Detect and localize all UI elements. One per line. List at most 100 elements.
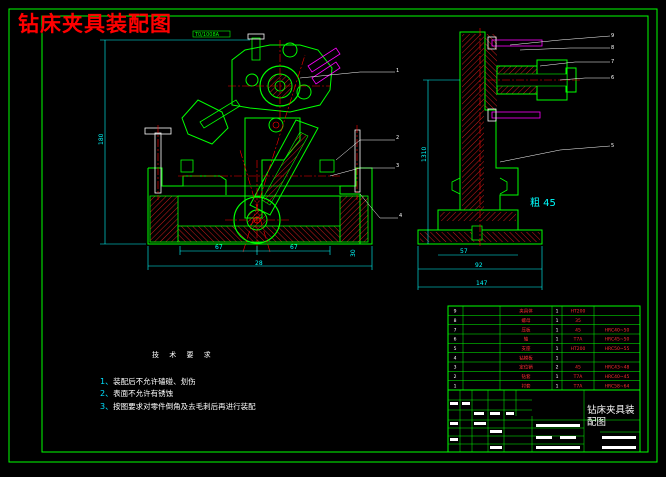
top-small-circle (282, 42, 298, 58)
mid-hole-inner (272, 121, 280, 129)
parts-cell-qty: 1 (556, 374, 559, 380)
parts-cell-note: HRC40~45 (605, 374, 630, 380)
parts-cell-material: T7A (573, 383, 584, 389)
parts-cell-material: 35 (575, 318, 581, 324)
side-view: 1310 57 92 147 粗 45 (417, 28, 582, 290)
parts-cell-qty: 1 (556, 383, 559, 389)
upper-housing (231, 44, 333, 113)
req-text: 装配后不允许磕碰、划伤 (113, 377, 196, 386)
parts-cell-material: 45 (575, 327, 581, 333)
balloon-9: 9 (611, 33, 614, 39)
dim-front-left: 67 (215, 244, 223, 251)
side-top-screw-2 (491, 111, 541, 119)
req-text: 按图要求对零件倒角及去毛刺后再进行装配 (113, 402, 256, 411)
leaders (299, 35, 611, 219)
parts-cell-material: HT200 (571, 346, 586, 352)
left-clamp (181, 99, 229, 145)
parts-cell-material: HT200 (571, 309, 586, 315)
parts-cell-qty: 1 (556, 318, 559, 324)
outer-frame (8, 8, 658, 463)
parts-cell-note: HRC40~50 (605, 327, 630, 333)
parts-cell-no: 7 (454, 327, 457, 333)
side-column-notch-r (499, 177, 508, 195)
left-small-circle (245, 73, 259, 87)
balloon-8: 8 (611, 45, 614, 51)
center-line-diag (242, 54, 306, 253)
front-base (147, 167, 373, 245)
tech-requirements-title: 技 术 要 求 (152, 351, 215, 359)
dim-side-height: 1310 (421, 147, 428, 162)
title-block-name: 钻床夹具装配图 (587, 405, 635, 428)
right-small-circle (296, 84, 312, 100)
side-top-screw-1 (491, 39, 543, 47)
parts-cell-name: 衬套 (522, 382, 531, 389)
req-num: 1、 (100, 377, 114, 386)
dim-side-bottom-2: 147 (476, 280, 488, 287)
side-column-top-hatch (485, 34, 497, 110)
front-view: 28 67 67 180 30 (98, 33, 373, 270)
balloon-5: 5 (611, 143, 614, 149)
parts-cell-name: 支座 (522, 345, 531, 352)
left-bolt-box (180, 159, 194, 173)
parts-cell-qty: 1 (556, 309, 559, 315)
parts-cell-no: 1 (454, 383, 457, 389)
tech-requirement-1: 1、装配后不允许磕碰、划伤 (100, 376, 196, 387)
parts-cell-no: 6 (454, 337, 457, 343)
parts-cell-qty: 2 (556, 365, 559, 371)
req-text: 表面不允许有锈蚀 (113, 389, 174, 398)
balloon-4: 4 (399, 213, 402, 219)
dim-side-inner: 57 (460, 248, 468, 255)
balloon-6: 6 (611, 75, 614, 81)
side-column-notch (451, 177, 461, 195)
front-dimensions (100, 39, 373, 270)
dim-side-bottom-1: 92 (475, 262, 483, 269)
mid-hole (268, 117, 284, 133)
tech-requirement-2: 2、表面不允许有锈蚀 (100, 388, 173, 399)
dim-front-width: 28 (255, 260, 263, 267)
dim-front-right: 67 (290, 244, 298, 251)
side-column-hatch (462, 34, 484, 210)
parts-cell-name: 夹具体 (519, 308, 533, 315)
parts-cell-no: 9 (454, 309, 457, 315)
parts-cell-name: 压板 (522, 326, 531, 333)
inner-frame (41, 15, 649, 453)
swing-arm-inner (261, 131, 309, 206)
pivot-wheel (233, 196, 281, 244)
req-num: 2、 (100, 389, 114, 398)
front-base-hatch-left (149, 195, 179, 243)
parts-cell-no: 2 (454, 374, 457, 380)
side-head-1 (487, 36, 497, 50)
side-note: 粗 45 (530, 197, 556, 209)
parts-cell-name: 定位销 (519, 364, 533, 371)
drawing-title: 钻床夹具装配图 (18, 12, 172, 36)
left-clamp-screw (199, 99, 241, 129)
balloon-2: 2 (396, 135, 399, 141)
side-base-hatch (440, 212, 516, 221)
center-line-diag-2 (239, 149, 271, 253)
parts-cell-no: 3 (454, 365, 457, 371)
balloon-1: 1 (396, 68, 399, 74)
parts-cell-no: 8 (454, 318, 457, 324)
parts-cell-qty: 1 (556, 346, 559, 352)
parts-cell-qty: 1 (556, 355, 559, 361)
side-head-2 (487, 108, 497, 122)
tech-requirement-3: 3、按图要求对零件倒角及去毛刺后再进行装配 (100, 401, 256, 412)
side-foot-slot (471, 225, 483, 241)
parts-cell-note: HRC58~64 (605, 383, 630, 389)
right-pin (354, 129, 361, 193)
parts-cell-note: HRC43~48 (605, 365, 630, 371)
parts-cell-material: 45 (575, 365, 581, 371)
parts-cell-material: T7A (573, 337, 584, 343)
title-block-marks (450, 402, 636, 449)
parts-cell-no: 4 (454, 355, 457, 361)
side-dimensions (417, 79, 543, 290)
right-screw-2 (311, 61, 341, 85)
dim-front-small: 30 (350, 249, 357, 257)
small-label-box (192, 30, 231, 38)
right-bolt-box (319, 159, 335, 173)
balloon-3: 3 (396, 163, 399, 169)
parts-cell-name: 螺母 (522, 317, 531, 324)
balloon-labels: 1 2 3 4 5 6 7 8 9 (396, 33, 614, 219)
